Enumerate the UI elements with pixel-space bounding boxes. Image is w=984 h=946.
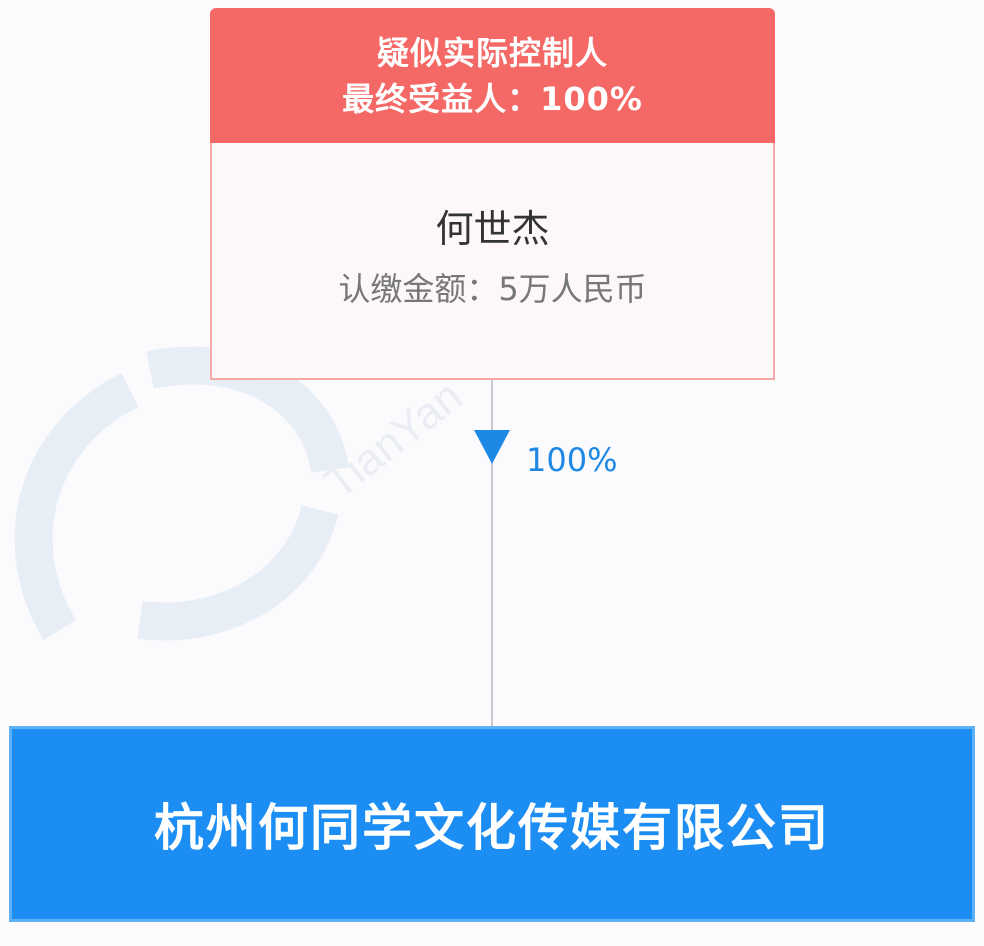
controller-role-label: 疑似实际控制人 — [376, 34, 608, 72]
arrow-down-icon — [474, 430, 510, 464]
share-percentage: 100% — [526, 441, 618, 479]
connector-line — [491, 380, 493, 726]
svg-text:TianYan: TianYan — [316, 371, 471, 507]
beneficiary-label: 最终受益人：100% — [342, 80, 643, 118]
company-node[interactable]: 杭州何同学文化传媒有限公司 — [9, 726, 975, 922]
controller-body: 何世杰 认缴金额：5万人民币 — [210, 143, 775, 380]
subscription-amount: 认缴金额：5万人民币 — [338, 270, 647, 308]
person-name[interactable]: 何世杰 — [435, 207, 550, 251]
controller-header: 疑似实际控制人 最终受益人：100% — [210, 8, 775, 143]
company-name[interactable]: 杭州何同学文化传媒有限公司 — [154, 799, 830, 857]
controller-card[interactable]: 疑似实际控制人 最终受益人：100% 何世杰 认缴金额：5万人民币 — [210, 8, 775, 380]
